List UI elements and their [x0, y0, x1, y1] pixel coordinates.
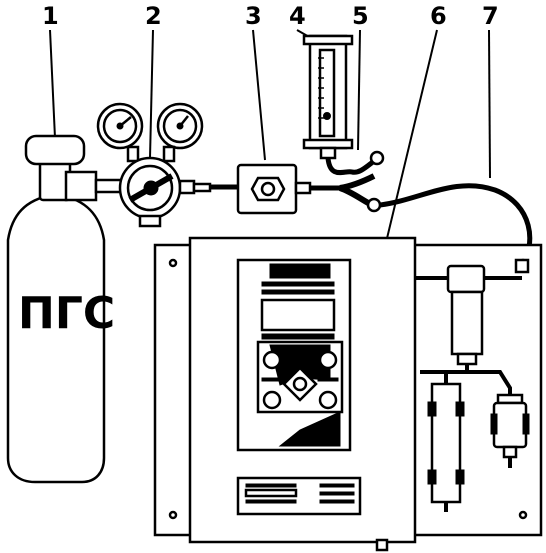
vertical-flow-tube — [427, 372, 465, 512]
cylinder-outlet-connector — [64, 170, 124, 202]
callout-7: 7 — [482, 2, 499, 30]
callout-6: 6 — [430, 2, 447, 30]
pressure-regulator — [96, 102, 212, 228]
leader-lines — [49, 29, 491, 256]
callout-3: 3 — [245, 2, 262, 30]
callout-5: 5 — [352, 2, 369, 30]
callout-2: 2 — [145, 2, 162, 30]
rotameter-float-icon — [323, 112, 331, 120]
gas-analyzer — [188, 236, 417, 552]
inline-filter — [490, 393, 530, 468]
tube-to-gas-analyzer — [379, 183, 533, 270]
callout-4: 4 — [289, 2, 306, 30]
callout-1: 1 — [42, 2, 59, 30]
tubing-and-splitter — [310, 150, 385, 213]
cylinder-label: ПГС — [18, 288, 115, 339]
gas-cylinder: ПГС — [6, 134, 115, 484]
needle-valve — [236, 163, 312, 215]
rotameter — [302, 34, 354, 160]
filter-assembly — [415, 258, 530, 395]
